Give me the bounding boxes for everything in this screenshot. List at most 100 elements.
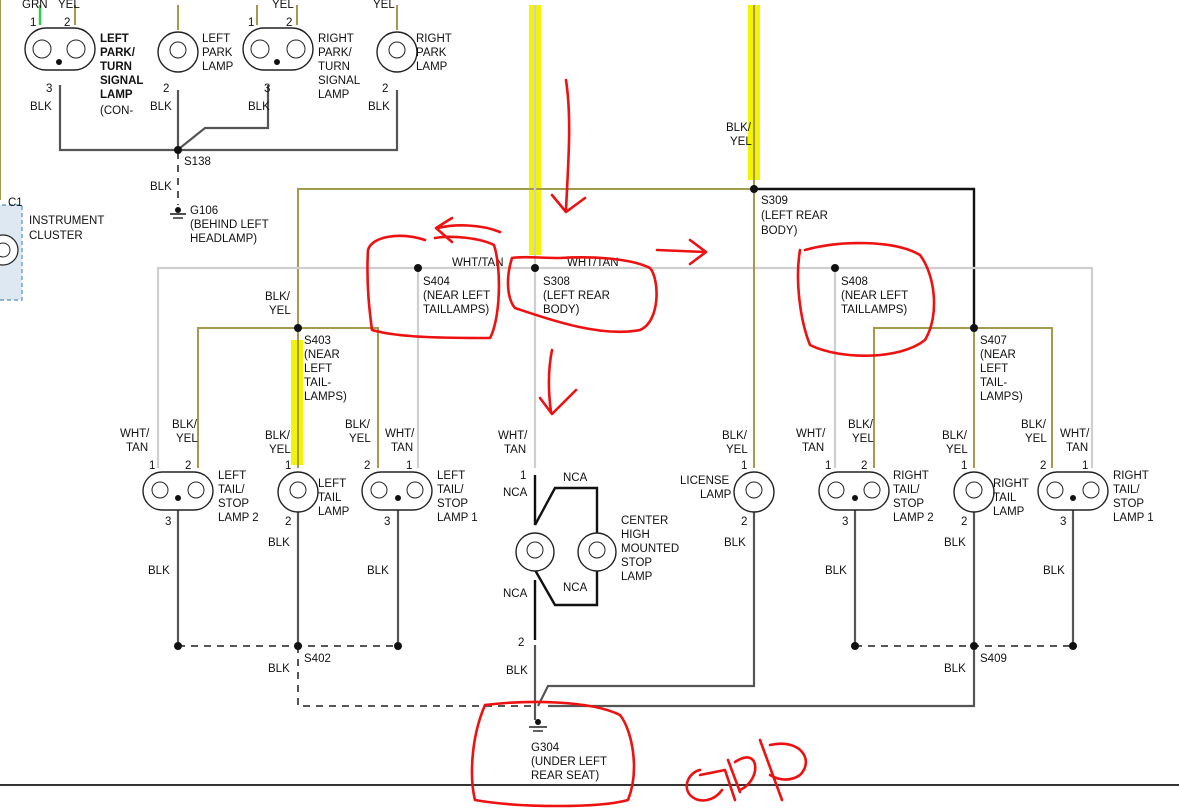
splice-label: LAMPS) xyxy=(980,391,1023,403)
lamp-name: CENTER xyxy=(621,515,668,527)
ground-g106-icon xyxy=(170,207,186,219)
pin-label: 3 xyxy=(46,83,52,95)
splice-label: (NEAR xyxy=(980,349,1016,361)
wire-label: BLK xyxy=(248,101,270,113)
lamp-left-tail xyxy=(277,471,319,513)
ground-label: G304 xyxy=(531,742,560,754)
splice-label: S409 xyxy=(980,653,1007,665)
splice-label: TAILLAMPS) xyxy=(841,304,907,316)
ground-g304-icon xyxy=(529,719,547,732)
lamp-name: PARK/ xyxy=(318,47,352,59)
component-label: INSTRUMENT xyxy=(29,215,104,227)
wire-label: BLK/ xyxy=(1021,419,1047,431)
lamp-name: LAMP xyxy=(202,61,234,73)
wire-label: BLK/ xyxy=(172,419,198,431)
lamp-name: HIGH xyxy=(621,529,650,541)
pin-label: 1 xyxy=(406,460,412,472)
splice-label: (LEFT REAR xyxy=(761,210,828,222)
splice-label: TAIL- xyxy=(980,377,1007,389)
pin-label: 2 xyxy=(1040,460,1046,472)
wire-label: WHT/ xyxy=(120,428,150,440)
splice-label: (NEAR LEFT xyxy=(841,290,908,302)
lamp-right-park-turn xyxy=(242,27,314,71)
nca-label: NCA xyxy=(503,588,528,600)
component-label: CLUSTER xyxy=(29,230,83,242)
lamp-name: LAMP xyxy=(318,89,350,101)
splice-label: S308 xyxy=(543,276,570,288)
lamp-name: TURN xyxy=(318,61,350,73)
pin-label: 1 xyxy=(520,470,526,482)
splice-dots xyxy=(174,146,1077,650)
wire-label: BLK xyxy=(30,101,52,113)
lamp-name: RIGHT xyxy=(416,33,452,45)
wire-label: BLK xyxy=(368,101,390,113)
lamp-name: TAIL/ xyxy=(437,484,464,496)
pin-label: 1 xyxy=(961,460,967,472)
lamp-name: STOP xyxy=(893,498,924,510)
pin-label: 2 xyxy=(163,83,169,95)
wire-label: YEL xyxy=(946,444,968,456)
ground-label: (BEHIND LEFT xyxy=(190,219,269,231)
lamp-name: RIGHT xyxy=(893,470,929,482)
lamp-name: STOP xyxy=(1113,498,1144,510)
lamp-name: LAMP 1 xyxy=(1113,512,1154,524)
wire-label: BLK xyxy=(506,665,528,677)
pin-label: 2 xyxy=(961,516,967,528)
wire-label: BLK/ xyxy=(722,430,748,442)
wire-label: YEL xyxy=(176,433,198,445)
wire-label: YEL xyxy=(373,0,395,11)
lamp-name: TAIL xyxy=(993,492,1017,504)
wire-label: BLK/ xyxy=(345,419,371,431)
lamp-name: LAMP xyxy=(993,506,1025,518)
wire-label: BLK xyxy=(1043,565,1065,577)
wire-label: TAN xyxy=(391,442,413,454)
wire-label: BLK xyxy=(944,537,966,549)
lamp-left-tail-stop-1 xyxy=(361,471,433,511)
lamp-license xyxy=(733,471,775,513)
pin-label: 2 xyxy=(185,460,191,472)
pin-label: 1 xyxy=(825,460,831,472)
wire-label: BLK xyxy=(944,663,966,675)
lamp-name: LAMP xyxy=(621,571,653,583)
pin-label: 3 xyxy=(1060,516,1066,528)
rear-wires xyxy=(0,5,1179,786)
wire-label: BLK/ xyxy=(942,430,968,442)
lamp-name: PARK xyxy=(416,47,447,59)
wire-label: YEL xyxy=(730,136,752,148)
lamp-name: LEFT xyxy=(202,33,230,45)
circle-s308-annotation xyxy=(506,255,658,334)
wire-label: TAN xyxy=(504,444,526,456)
lamp-name: RIGHT xyxy=(318,33,354,45)
wire-label: BLK/ xyxy=(265,291,291,303)
splice-label: BODY) xyxy=(761,225,798,237)
lamp-name: STOP xyxy=(218,498,249,510)
wire-label: YEL xyxy=(726,444,748,456)
front-wires xyxy=(0,0,399,205)
wire-label: BLK xyxy=(268,537,290,549)
wire-label: WHT/TAN xyxy=(567,257,619,269)
lamp-name: LAMP 1 xyxy=(437,512,478,524)
lamp-name: SIGNAL xyxy=(318,75,361,87)
lamp-name: LAMP xyxy=(100,89,133,101)
lamp-right-park xyxy=(376,31,418,73)
splice-label: (LEFT REAR xyxy=(543,290,610,302)
pin-label: 3 xyxy=(264,83,270,95)
splice-label: LEFT xyxy=(980,363,1008,375)
lamp-name: LAMP 2 xyxy=(893,512,934,524)
nca-label: NCA xyxy=(563,582,588,594)
lamp-name: LICENSE xyxy=(680,475,730,487)
lamp-right-tail-stop-2 xyxy=(818,471,890,511)
pin-label: 2 xyxy=(364,460,370,472)
lamp-name: PARK/ xyxy=(100,47,136,59)
circle-g304-annotation xyxy=(470,700,636,808)
lamp-name: RIGHT xyxy=(993,478,1029,490)
ground-label: REAR SEAT) xyxy=(531,770,599,782)
pin-label: 1 xyxy=(285,460,291,472)
wire-label: BLK/ xyxy=(848,419,874,431)
lamp-name: TAIL/ xyxy=(1113,484,1140,496)
circle-s404-annotation xyxy=(366,234,501,340)
lamp-name: LAMP 2 xyxy=(218,512,259,524)
splice-label: S138 xyxy=(184,156,211,168)
wire-label: WHT/ xyxy=(1060,428,1090,440)
